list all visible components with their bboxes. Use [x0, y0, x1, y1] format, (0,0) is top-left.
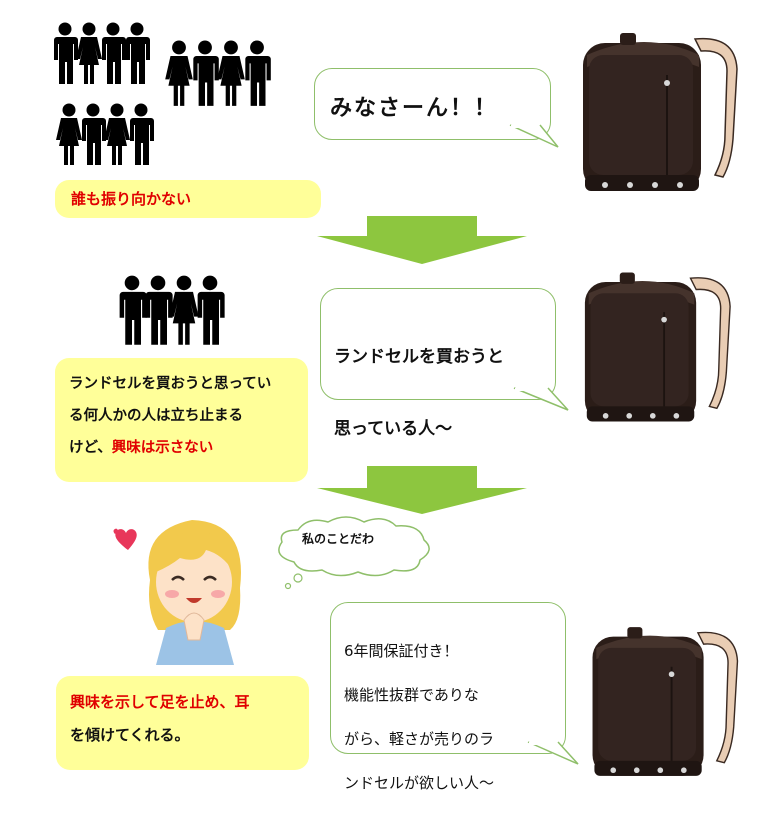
speech-bubble-tail	[509, 124, 559, 148]
bubble-line: 機能性抜群でありな	[344, 686, 479, 704]
caption-line: る何人かの人は立ち止まる	[69, 408, 243, 424]
caption-line: 興味を示して足を止め、耳	[70, 693, 250, 711]
caption-line: を傾けてくれる。	[70, 726, 190, 744]
bubble-line: 6年間保証付き！	[344, 642, 459, 660]
caption-engaged: 興味を示して足を止め、耳 を傾けてくれる。	[56, 676, 309, 770]
person-group-icon	[56, 103, 154, 165]
caption-line: けど、興味は示さない	[69, 432, 294, 464]
down-arrow-icon	[317, 466, 527, 514]
thought-text: 私のことだわ	[302, 532, 375, 546]
person-group-icon	[165, 40, 271, 106]
heart-icon	[113, 528, 137, 550]
speech-bubble-tail	[513, 387, 569, 411]
backpack-icon	[585, 618, 745, 786]
thought-bubble	[278, 516, 430, 590]
woman-icon	[148, 520, 241, 665]
bubble-text: ランドセルを買おうと 思っている人～	[334, 303, 504, 483]
speech-bubble	[320, 288, 556, 400]
bubble-line: ンドセルが欲しい人～	[344, 774, 495, 792]
backpack-icon	[575, 265, 740, 430]
caption-line: ランドセルを買おうと思ってい	[69, 376, 272, 392]
backpack-icon	[575, 25, 745, 200]
caption-no-response: 誰も振り向かない	[55, 180, 321, 218]
caption-highlight: 興味は示さない	[111, 440, 214, 456]
person-group-icon	[54, 22, 150, 84]
speech-bubble	[314, 68, 551, 140]
bubble-line: がら、軽さが売りのラ	[344, 730, 495, 748]
bubble-text: 6年間保証付き！ 機能性抜群でありな がら、軽さが売りのラ ンドセルが欲しい人～	[344, 618, 494, 816]
bubble-line: 思っている人～	[334, 419, 453, 439]
caption-some-stop: ランドセルを買おうと思ってい る何人かの人は立ち止まる けど、興味は示さない	[55, 358, 308, 482]
caption-text: 誰も振り向かない	[71, 190, 192, 208]
bubble-line: ランドセルを買おうと	[334, 347, 504, 367]
caption-line3-prefix: けど、	[69, 440, 112, 456]
speech-bubble-tail	[527, 741, 579, 765]
bubble-text: みなさーん！！	[330, 96, 499, 121]
down-arrow-icon	[317, 216, 527, 264]
person-group-icon	[119, 275, 225, 345]
speech-bubble	[330, 602, 566, 754]
